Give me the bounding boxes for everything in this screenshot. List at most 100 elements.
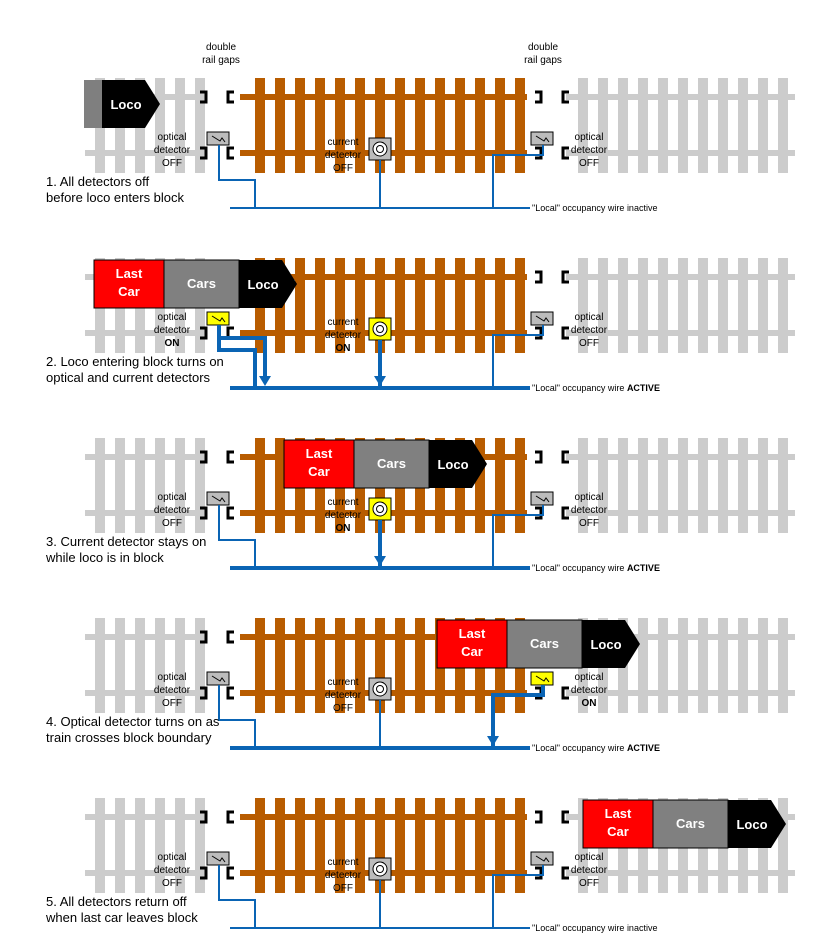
right-optical-state: ON xyxy=(582,698,597,709)
current-coil-glyph xyxy=(372,681,388,697)
tie-right xyxy=(658,438,668,533)
tie-left xyxy=(195,618,205,713)
cars-label: Cars xyxy=(676,816,705,831)
rail-block xyxy=(240,274,527,280)
rail-gap-bracket xyxy=(561,506,569,520)
step-scene-3: LocoCarsLastCaropticaldetectorOFFcurrent… xyxy=(45,438,795,573)
rail-block xyxy=(240,634,527,640)
left-optical-active-wire xyxy=(217,325,267,380)
current-detector-label: current xyxy=(327,497,358,508)
tie-block xyxy=(355,78,365,173)
optical-detector-off-icon xyxy=(530,491,554,506)
current-coil-glyph xyxy=(376,865,384,873)
left-optical-label: detector xyxy=(154,325,191,336)
tie-right xyxy=(638,258,648,353)
tie-left xyxy=(195,798,205,893)
right-optical-wire xyxy=(492,325,544,388)
right-optical-state: OFF xyxy=(579,878,599,889)
tie-left xyxy=(135,798,145,893)
rail-gap-bracket xyxy=(200,506,208,520)
tie-right xyxy=(738,258,748,353)
optical-beam-glyph xyxy=(211,315,226,323)
rail-right xyxy=(566,510,795,516)
tie-block xyxy=(375,798,385,893)
right-optical-label: detector xyxy=(571,145,608,156)
arrow-down-icon xyxy=(259,376,271,386)
step-caption-line1: 1. All detectors off xyxy=(46,174,149,189)
optical-detector-off-icon xyxy=(530,311,554,326)
rail-gap-bracket xyxy=(226,90,234,104)
rail-gap-bracket xyxy=(200,866,208,880)
rail-right xyxy=(566,870,795,876)
tie-block xyxy=(335,618,345,713)
optical-detector-off-icon xyxy=(530,131,554,146)
cars-label: Cars xyxy=(187,276,216,291)
tie-left xyxy=(135,618,145,713)
step-caption-line1: 4. Optical detector turns on as xyxy=(46,714,220,729)
tie-block xyxy=(335,78,345,173)
tie-right xyxy=(618,438,628,533)
step-caption-line1: 5. All detectors return off xyxy=(46,894,187,909)
last-car-label-line2: Car xyxy=(461,644,483,659)
tie-right xyxy=(698,438,708,533)
current-coil-glyph xyxy=(376,505,384,513)
tie-block xyxy=(415,618,425,713)
rail-left xyxy=(85,330,203,336)
rail-left xyxy=(85,690,203,696)
rail-gap-bracket xyxy=(200,90,208,104)
right-optical-label: optical xyxy=(575,132,604,143)
arrow-down-icon xyxy=(374,376,386,386)
tie-right xyxy=(758,438,768,533)
tie-left xyxy=(135,438,145,533)
tie-block xyxy=(375,258,385,353)
loco-car xyxy=(728,800,786,848)
tie-right xyxy=(638,438,648,533)
tie-block xyxy=(435,798,445,893)
tie-block xyxy=(355,618,365,713)
cars-car xyxy=(163,259,240,309)
current-detector-state: OFF xyxy=(333,883,353,894)
left-optical-label: optical xyxy=(158,672,187,683)
step-caption-line1: 2. Loco entering block turns on xyxy=(46,354,224,369)
optical-detector-off-icon xyxy=(206,491,230,506)
rail-right xyxy=(566,634,795,640)
tie-left xyxy=(155,78,165,173)
tie-block xyxy=(295,618,305,713)
tie-right xyxy=(778,258,788,353)
right-optical-state: OFF xyxy=(579,158,599,169)
rail-gap-label-left: double xyxy=(206,42,236,53)
tie-right xyxy=(658,618,668,713)
current-coil-glyph xyxy=(372,861,388,877)
tie-left xyxy=(115,438,125,533)
tie-left xyxy=(175,618,185,713)
rail-gap-bracket xyxy=(535,866,543,880)
rail-gap-bracket xyxy=(561,326,569,340)
rail-left xyxy=(85,454,203,460)
left-optical-label: optical xyxy=(158,492,187,503)
cars-car xyxy=(353,439,430,489)
occupancy-wire-state: ACTIVE xyxy=(627,743,660,753)
tie-right xyxy=(578,438,588,533)
rail-gap-bracket xyxy=(226,866,234,880)
step-caption-line2: optical and current detectors xyxy=(46,370,211,385)
tie-right xyxy=(598,78,608,173)
rail-gap-label-right: rail gaps xyxy=(524,55,562,66)
right-optical-label: optical xyxy=(575,312,604,323)
right-optical-label: optical xyxy=(575,492,604,503)
tie-left xyxy=(155,438,165,533)
left-optical-wire xyxy=(218,865,256,928)
optical-detector-off-icon xyxy=(206,851,230,866)
tie-block xyxy=(395,618,405,713)
left-optical-state: OFF xyxy=(162,698,182,709)
tie-left xyxy=(195,78,205,173)
optical-beam-glyph xyxy=(535,495,550,503)
left-optical-label: optical xyxy=(158,132,187,143)
occupancy-wire-state: inactive xyxy=(627,923,658,933)
loco-label: Loco xyxy=(110,97,141,112)
last-car xyxy=(283,439,355,489)
tie-right xyxy=(718,618,728,713)
tie-block xyxy=(475,258,485,353)
rail-gap-label-left: rail gaps xyxy=(202,55,240,66)
rail-gap-bracket xyxy=(535,90,543,104)
tie-left xyxy=(95,798,105,893)
